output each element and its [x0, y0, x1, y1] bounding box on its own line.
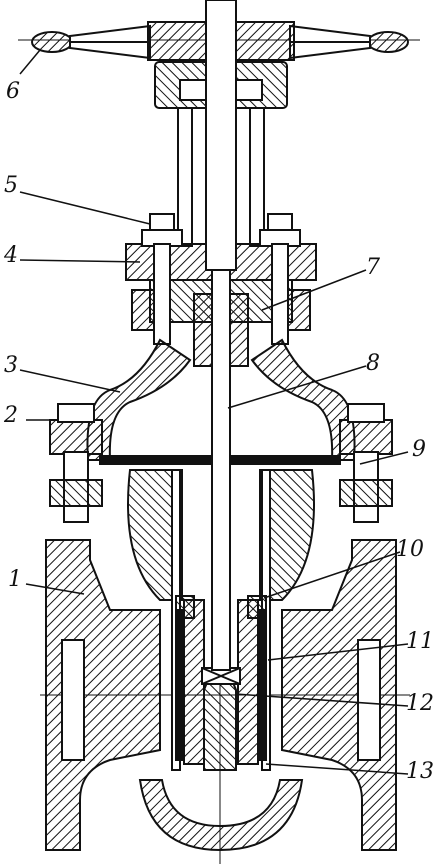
callout-6: 6: [6, 79, 20, 104]
callout-11: 11: [406, 629, 434, 654]
callout-12: 12: [406, 691, 434, 716]
gland-bolts: [141, 213, 301, 345]
yoke: [177, 107, 265, 247]
valve-body: [45, 469, 397, 852]
callout-3: 3: [4, 353, 18, 378]
callout-7: 7: [366, 255, 380, 280]
callout-2: 2: [3, 403, 18, 428]
callout-9: 9: [412, 437, 426, 462]
callout-13: 13: [406, 759, 434, 784]
callout-4: 4: [3, 243, 18, 268]
leader-lines: [19, 49, 409, 775]
stem: [205, 0, 237, 671]
callout-10: 10: [396, 537, 424, 562]
seat-rings: [175, 595, 267, 619]
callout-1: 1: [8, 567, 22, 592]
callout-5: 5: [4, 173, 18, 198]
callout-8: 8: [366, 351, 380, 376]
callouts: 6 5 4 3 2 1 7 8 9 10 11 12 13: [3, 79, 434, 784]
